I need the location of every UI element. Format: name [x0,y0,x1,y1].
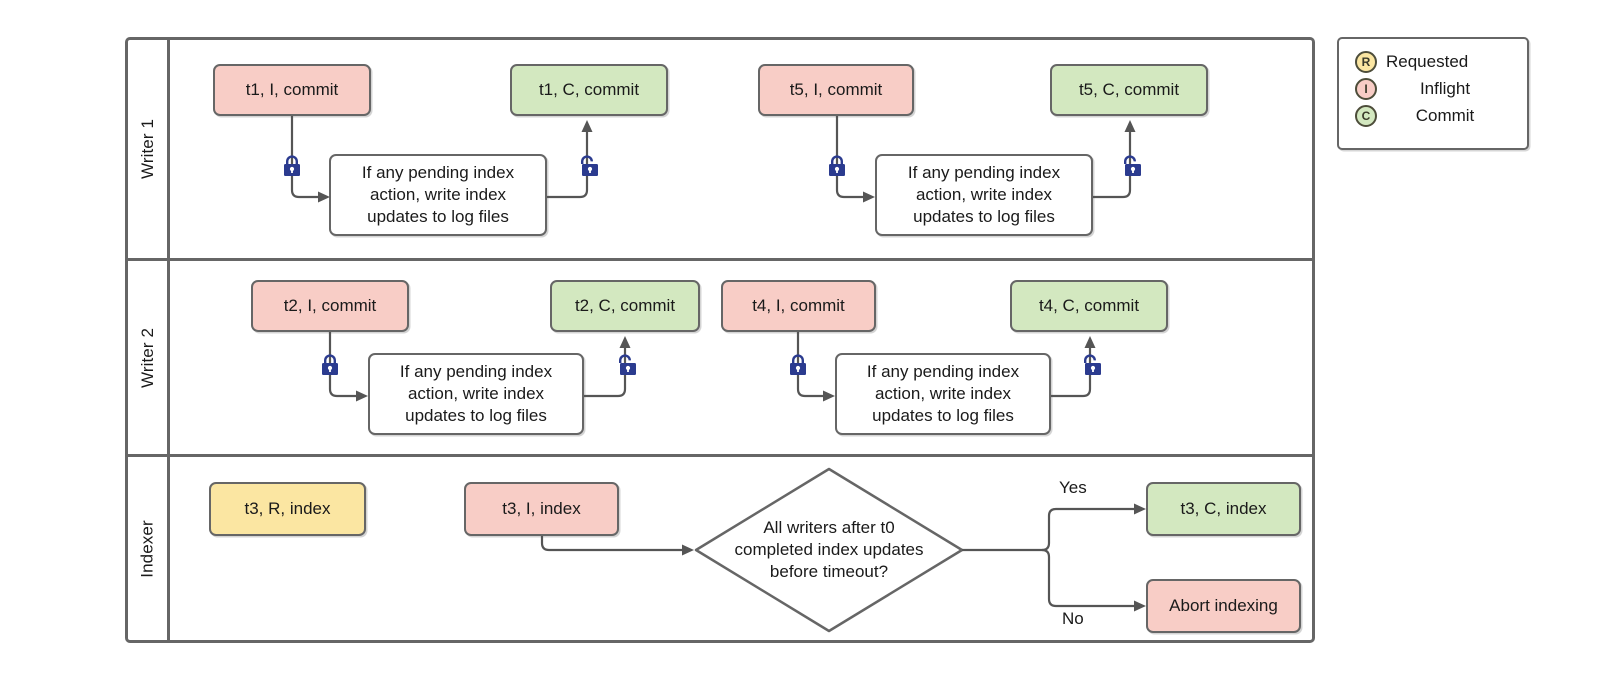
lane-writer-2: Writer 2 t2, I, commit t2, C, commit t4,… [128,261,1312,457]
node-w1-t5-inflight[interactable]: t5, I, commit [758,64,914,116]
lane-title-writer-2: Writer 2 [137,327,157,388]
node-indexer-t3-inflight[interactable]: t3, I, index [464,482,619,536]
lane-label-indexer: Indexer [128,457,170,640]
node-indexer-t3-commit[interactable]: t3, C, index [1146,482,1301,536]
legend-label-inflight: Inflight [1419,79,1471,98]
lock-open-icon [1119,155,1141,178]
lock-closed-icon [281,155,303,178]
lane-indexer: Indexer t3, R, index t3, I, index t3, C,… [128,457,1312,640]
badge-inflight-icon: I [1355,78,1377,100]
lock-open-icon [576,155,598,178]
swimlane-pool: Writer 1 t1, I, commit t1, C, commit t5,… [125,37,1315,643]
legend-item-requested: R Requested [1355,49,1527,75]
legend-item-commit: C Commit [1355,103,1527,129]
edge-label-yes: Yes [1059,478,1087,497]
node-indexer-t3-requested[interactable]: t3, R, index [209,482,366,536]
lock-open-icon [614,354,636,377]
legend-panel: R Requested I Inflight C Commit [1337,37,1529,150]
decision-all-writers-completed[interactable]: All writers after t0 completed index upd… [694,467,964,633]
badge-requested-icon: R [1355,51,1377,73]
lane-title-indexer: Indexer [137,519,157,578]
lane-label-writer-1: Writer 1 [128,40,170,258]
legend-item-inflight: I Inflight [1355,76,1527,102]
lock-closed-icon [826,155,848,178]
lane-body-indexer: t3, R, index t3, I, index t3, C, index A… [170,457,1312,640]
process-w1-write-index-b[interactable]: If any pending index action, write index… [875,154,1093,236]
lock-closed-icon [319,354,341,377]
lane-body-writer-1: t1, I, commit t1, C, commit t5, I, commi… [170,40,1312,258]
process-w2-write-index-a[interactable]: If any pending index action, write index… [368,353,584,435]
lane-body-writer-2: t2, I, commit t2, C, commit t4, I, commi… [170,261,1312,454]
lane-label-writer-2: Writer 2 [128,261,170,454]
edge-label-no: No [1062,609,1084,628]
node-w1-t1-commit[interactable]: t1, C, commit [510,64,668,116]
node-w2-t2-inflight[interactable]: t2, I, commit [251,280,409,332]
lane-writer-1: Writer 1 t1, I, commit t1, C, commit t5,… [128,40,1312,261]
legend-label-requested: Requested [1386,52,1469,71]
process-w2-write-index-b[interactable]: If any pending index action, write index… [835,353,1051,435]
lock-open-icon [1079,354,1101,377]
node-indexer-abort[interactable]: Abort indexing [1146,579,1301,633]
node-w2-t4-inflight[interactable]: t4, I, commit [721,280,876,332]
node-w2-t4-commit[interactable]: t4, C, commit [1010,280,1168,332]
node-w1-t5-commit[interactable]: t5, C, commit [1050,64,1208,116]
badge-commit-icon: C [1355,105,1377,127]
lock-closed-icon [787,354,809,377]
node-w1-t1-inflight[interactable]: t1, I, commit [213,64,371,116]
process-w1-write-index-a[interactable]: If any pending index action, write index… [329,154,547,236]
node-w2-t2-commit[interactable]: t2, C, commit [550,280,700,332]
legend-label-commit: Commit [1415,106,1475,125]
lane-title-writer-1: Writer 1 [137,119,157,179]
